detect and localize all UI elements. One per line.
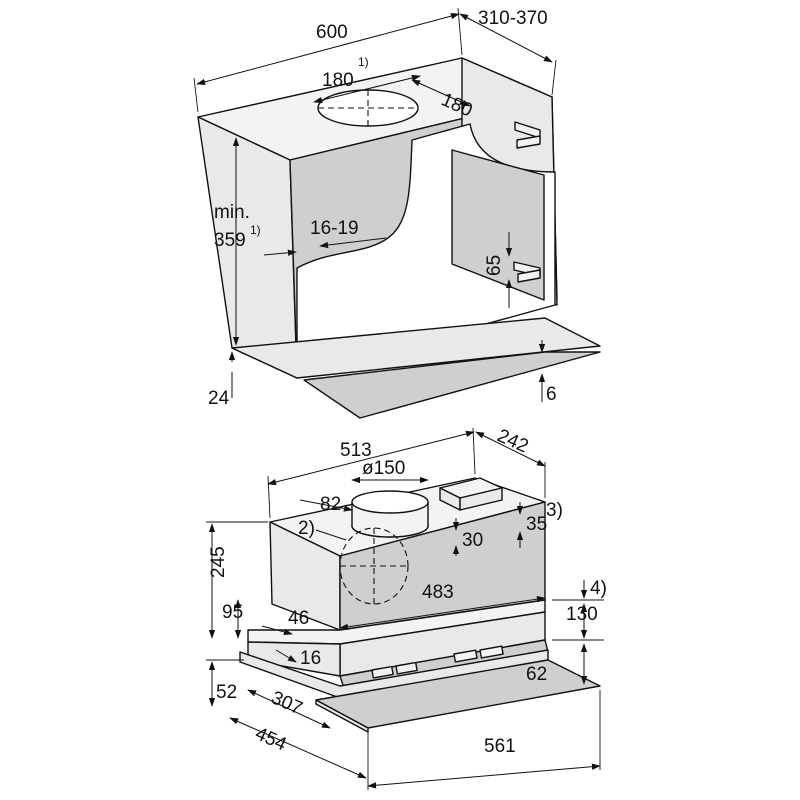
inner-width-label: 483 <box>422 582 454 603</box>
hood-depth-label: 242 <box>494 425 532 457</box>
depth-front-label: 307 <box>268 687 306 719</box>
side-offset-label: 46 <box>288 608 309 629</box>
hood-width-label: 513 <box>340 440 372 461</box>
glass-thickness-label: 6 <box>546 384 557 405</box>
min-height-label: 359 <box>214 230 246 251</box>
min-height-note: 1) <box>250 223 261 237</box>
cutout-width-note: 1) <box>358 55 369 69</box>
cabinet-bottom-shelf <box>231 317 601 379</box>
cabinet-inner-panel <box>451 149 545 301</box>
width-label: 600 <box>316 22 348 43</box>
front-height-label: 130 <box>566 604 598 625</box>
duct-offset-label: 82 <box>320 494 341 515</box>
bottom-offset-label: 24 <box>208 388 230 409</box>
duct-diameter-label: ø150 <box>362 458 405 479</box>
panel-thickness-label: 16-19 <box>310 218 359 239</box>
note-3: 3) <box>546 500 563 521</box>
note-4: 4) <box>590 578 607 599</box>
cabinet-bracket-top <box>514 121 541 149</box>
min-label: min. <box>214 202 250 223</box>
side-height-label: 95 <box>222 602 243 623</box>
duct-collar <box>351 490 429 538</box>
frame-depth-label: 16 <box>300 648 321 669</box>
duct-height-label: 30 <box>462 530 483 551</box>
depth-total-label: 454 <box>252 723 290 755</box>
cabinet-bracket-bottom <box>513 261 541 283</box>
cabinet-glass-panel <box>303 351 601 419</box>
depth-label: 310-370 <box>478 8 548 29</box>
glass-width-label: 561 <box>484 736 516 757</box>
cutout-width-label: 180 <box>322 70 354 91</box>
control-buttons <box>371 645 504 679</box>
bottom-height-label: 62 <box>526 664 547 685</box>
bracket-dim-label: 35 <box>526 514 547 535</box>
cabinet-front-face <box>197 116 298 379</box>
base-height-label: 52 <box>216 682 237 703</box>
hood-unit-drawing: 513 242 ø150 82 2) 30 35 3) 245 483 4) <box>206 425 607 790</box>
hood-total-height-label: 245 <box>208 546 229 578</box>
bracket-height-label: 65 <box>484 255 505 276</box>
upper-cabinet-drawing: 600 310-370 180 1) 180 min. 359 1) 16-19… <box>193 7 601 419</box>
note-2: 2) <box>298 518 315 539</box>
